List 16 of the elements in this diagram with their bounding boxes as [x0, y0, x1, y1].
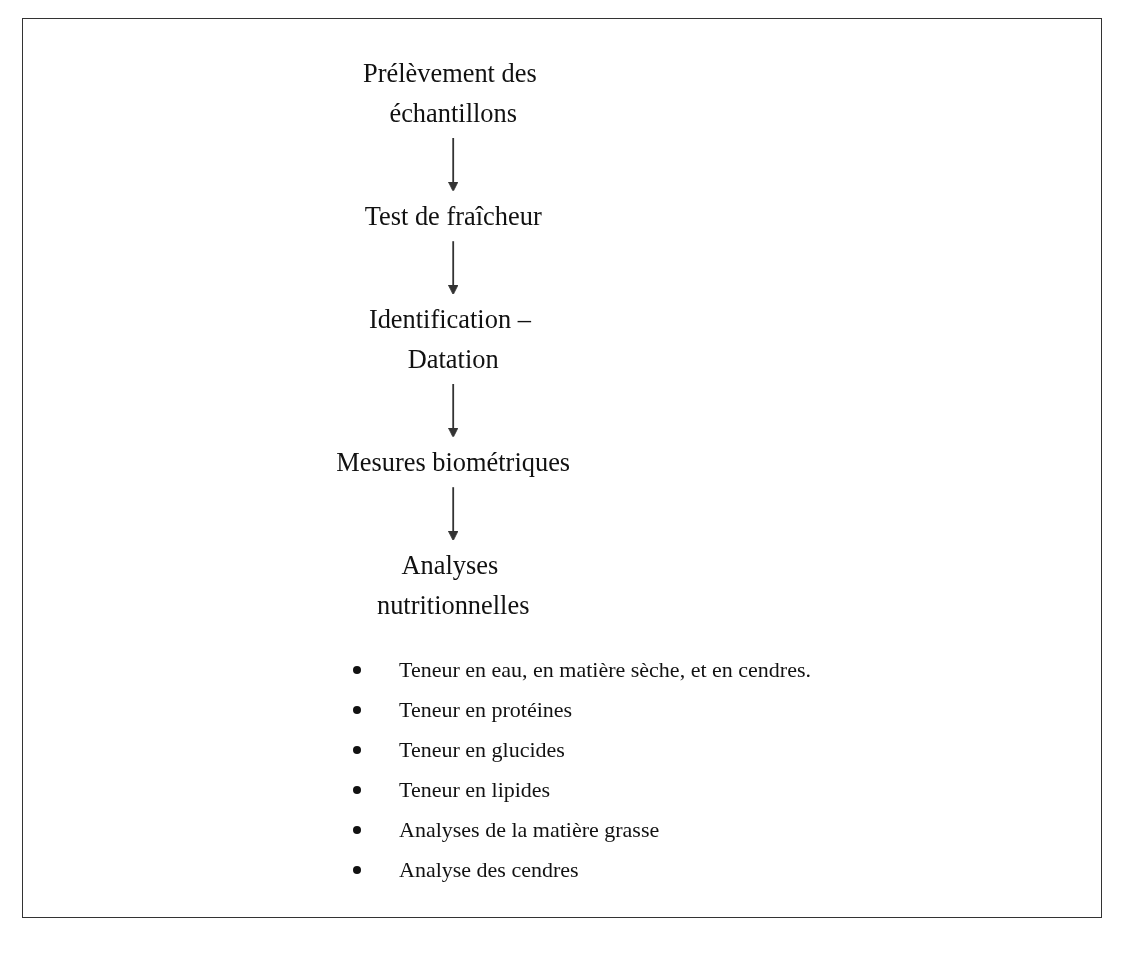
node-text: Mesures biométriques	[336, 447, 570, 477]
frame-border: Prélèvement des échantillons Test de fraîcheur Identification – Datation Mesures biométriques Analyses nutritionnelles Teneur en eau, en matière sèche, et en cendres. Teneur en protéines Teneur en glucides Teneur en lipides Analyses de la matière grasse Analyse des cendres	[22, 18, 1102, 918]
node-text: Identification – Datation	[368, 304, 531, 374]
list-item-text: Teneur en glucides	[399, 739, 565, 761]
node-text: Test de fraîcheur	[364, 201, 542, 231]
arrow	[447, 485, 459, 542]
list-item-text: Analyses de la matière grasse	[399, 819, 660, 841]
node-text: Prélèvement des échantillons	[362, 58, 537, 128]
arrow	[447, 136, 459, 192]
arrow	[447, 239, 459, 296]
node-text: Analyses nutritionnelles	[376, 550, 530, 620]
list-item-text: Teneur en lipides	[399, 779, 551, 801]
arrow	[447, 382, 459, 438]
list-item-text: Teneur en protéines	[399, 699, 573, 721]
list-item-text: Teneur en eau, en matière sèche, et en cendres.	[399, 659, 811, 681]
list-item-text: Analyse des cendres	[399, 859, 579, 881]
